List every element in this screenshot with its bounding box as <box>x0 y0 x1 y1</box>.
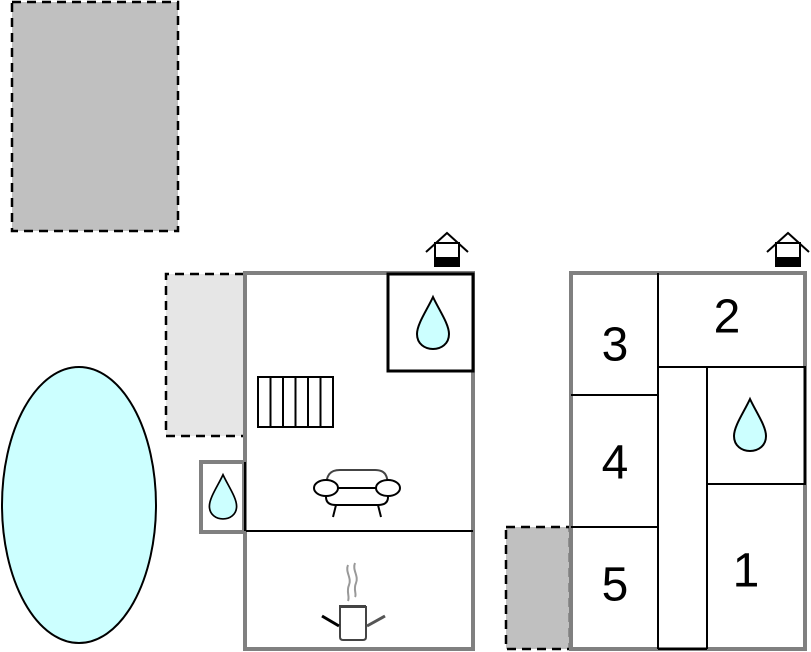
terrace-left <box>166 274 244 436</box>
room-label-4: 4 <box>602 437 629 490</box>
sofa-icon <box>313 469 401 518</box>
stairs-icon <box>257 376 334 428</box>
cooking-pot-icon <box>321 562 386 641</box>
room-label-1: 1 <box>733 545 760 598</box>
building-right: 3 2 4 5 1 <box>569 232 810 651</box>
room-label-2: 2 <box>714 291 741 344</box>
pool <box>1 366 157 644</box>
terrace-right <box>504 525 572 651</box>
house-entrance-icon <box>766 232 810 267</box>
building-left <box>199 232 475 651</box>
bathroom-right <box>706 366 806 485</box>
room-label-3: 3 <box>602 319 629 372</box>
terrace-top-left <box>10 0 180 233</box>
house-entrance-icon <box>425 232 469 267</box>
room-label-5: 5 <box>602 559 629 612</box>
